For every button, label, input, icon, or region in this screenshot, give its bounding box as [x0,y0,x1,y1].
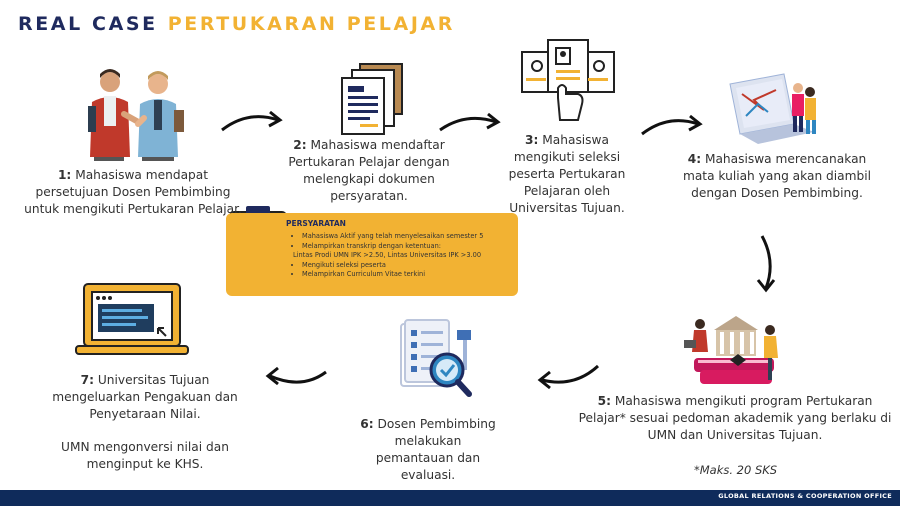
footer-bar [0,490,900,506]
step-2-description: Mahasiswa mendaftar Pertukaran Pelajar d… [288,138,450,203]
university-exchange-illustration [684,316,778,384]
arrow-step4-to-5 [756,235,776,293]
step-7-text-2: UMN mengonversi nilai dan menginput ke K… [61,440,229,471]
step-3-description: Mahasiswa mengikuti seleksi peserta Pert… [508,133,626,215]
resume-selection-icon [521,39,615,121]
step-2-text: 2: Mahasiswa mendaftar Pertukaran Pelaja… [288,137,450,205]
arrow-step3-to-4 [641,114,703,136]
step-1-number: 1: [57,168,72,182]
arrow-step5-to-6 [537,364,600,390]
step-6-description: Dosen Pembimbing melakukan pemantauan da… [375,417,496,482]
title-pertukaran-pelajar: PERTUKARAN PELAJAR [167,13,456,35]
requirement-item-4: Melampirkan Curriculum Vitae terkini [302,270,527,280]
document-envelope-icon [341,63,403,135]
step-3-text: 3: Mahasiswa mengikuti seleksi peserta P… [508,132,626,217]
requirements-title: PERSYARATAN [286,219,346,228]
step-5-number: 5: [597,394,611,408]
requirement-item-3-text: Mengikuti seleksi peserta [302,260,386,269]
arrow-step1-to-2 [221,110,283,132]
laptop-icon [75,283,189,355]
step-7-text: 7: Universitas Tujuan mengeluarkan Penga… [40,372,250,423]
requirement-item-2-text: Melampirkan transkrip dengan ketentuan: [302,241,441,250]
requirements-box [226,213,518,296]
step-6-number: 6: [360,417,374,431]
step-7-description: Universitas Tujuan mengeluarkan Pengakua… [52,373,238,421]
arrow-step6-to-7 [265,366,327,386]
step-1-text: 1: Mahasiswa mendapat persetujuan Dosen … [22,167,244,218]
requirement-item-2-detail: Lintas Prodi UMN IPK >2.50, Lintas Unive… [293,251,482,260]
monitoring-magnifier-icon [400,319,472,397]
step-7-number: 7: [80,373,94,387]
footer-text: GLOBAL RELATIONS & COOPERATION OFFICE [718,492,892,500]
step-4-number: 4: [687,152,702,166]
requirement-item-4-text: Melampirkan Curriculum Vitae terkini [302,270,426,279]
step-5-text: 5: Mahasiswa mengikuti program Pertukara… [575,393,895,444]
planning-laptop-illustration [729,73,816,144]
title-real-case: REAL CASE [18,13,158,35]
step-2-number: 2: [293,138,307,152]
step-5-description: Mahasiswa mengikuti program Pertukaran P… [578,394,892,442]
handshake-illustration [88,69,184,161]
requirement-item-2: Melampirkan transkrip dengan ketentuan:L… [293,241,527,261]
page-title: REAL CASE PERTUKARAN PELAJAR [18,13,455,35]
requirement-item-1: Mahasiswa Aktif yang telah menyelesaikan… [302,232,527,242]
requirement-item-1-text: Mahasiswa Aktif yang telah menyelesaikan… [302,232,484,240]
step-4-text: 4: Mahasiswa merencanakan mata kuliah ya… [682,151,872,202]
max-sks-note: *Maks. 20 SKS [694,463,778,477]
step-1-description: Mahasiswa mendapat persetujuan Dosen Pem… [24,168,242,216]
requirements-list: Mahasiswa Aktif yang telah menyelesaikan… [293,232,527,280]
requirement-item-3: Mengikuti seleksi peserta [302,261,527,271]
step-6-text: 6: Dosen Pembimbing melakukan pemantauan… [360,416,496,484]
arrow-step2-to-3 [439,112,501,132]
step-4-description: Mahasiswa merencanakan mata kuliah yang … [682,152,872,200]
step-3-number: 3: [525,133,539,147]
